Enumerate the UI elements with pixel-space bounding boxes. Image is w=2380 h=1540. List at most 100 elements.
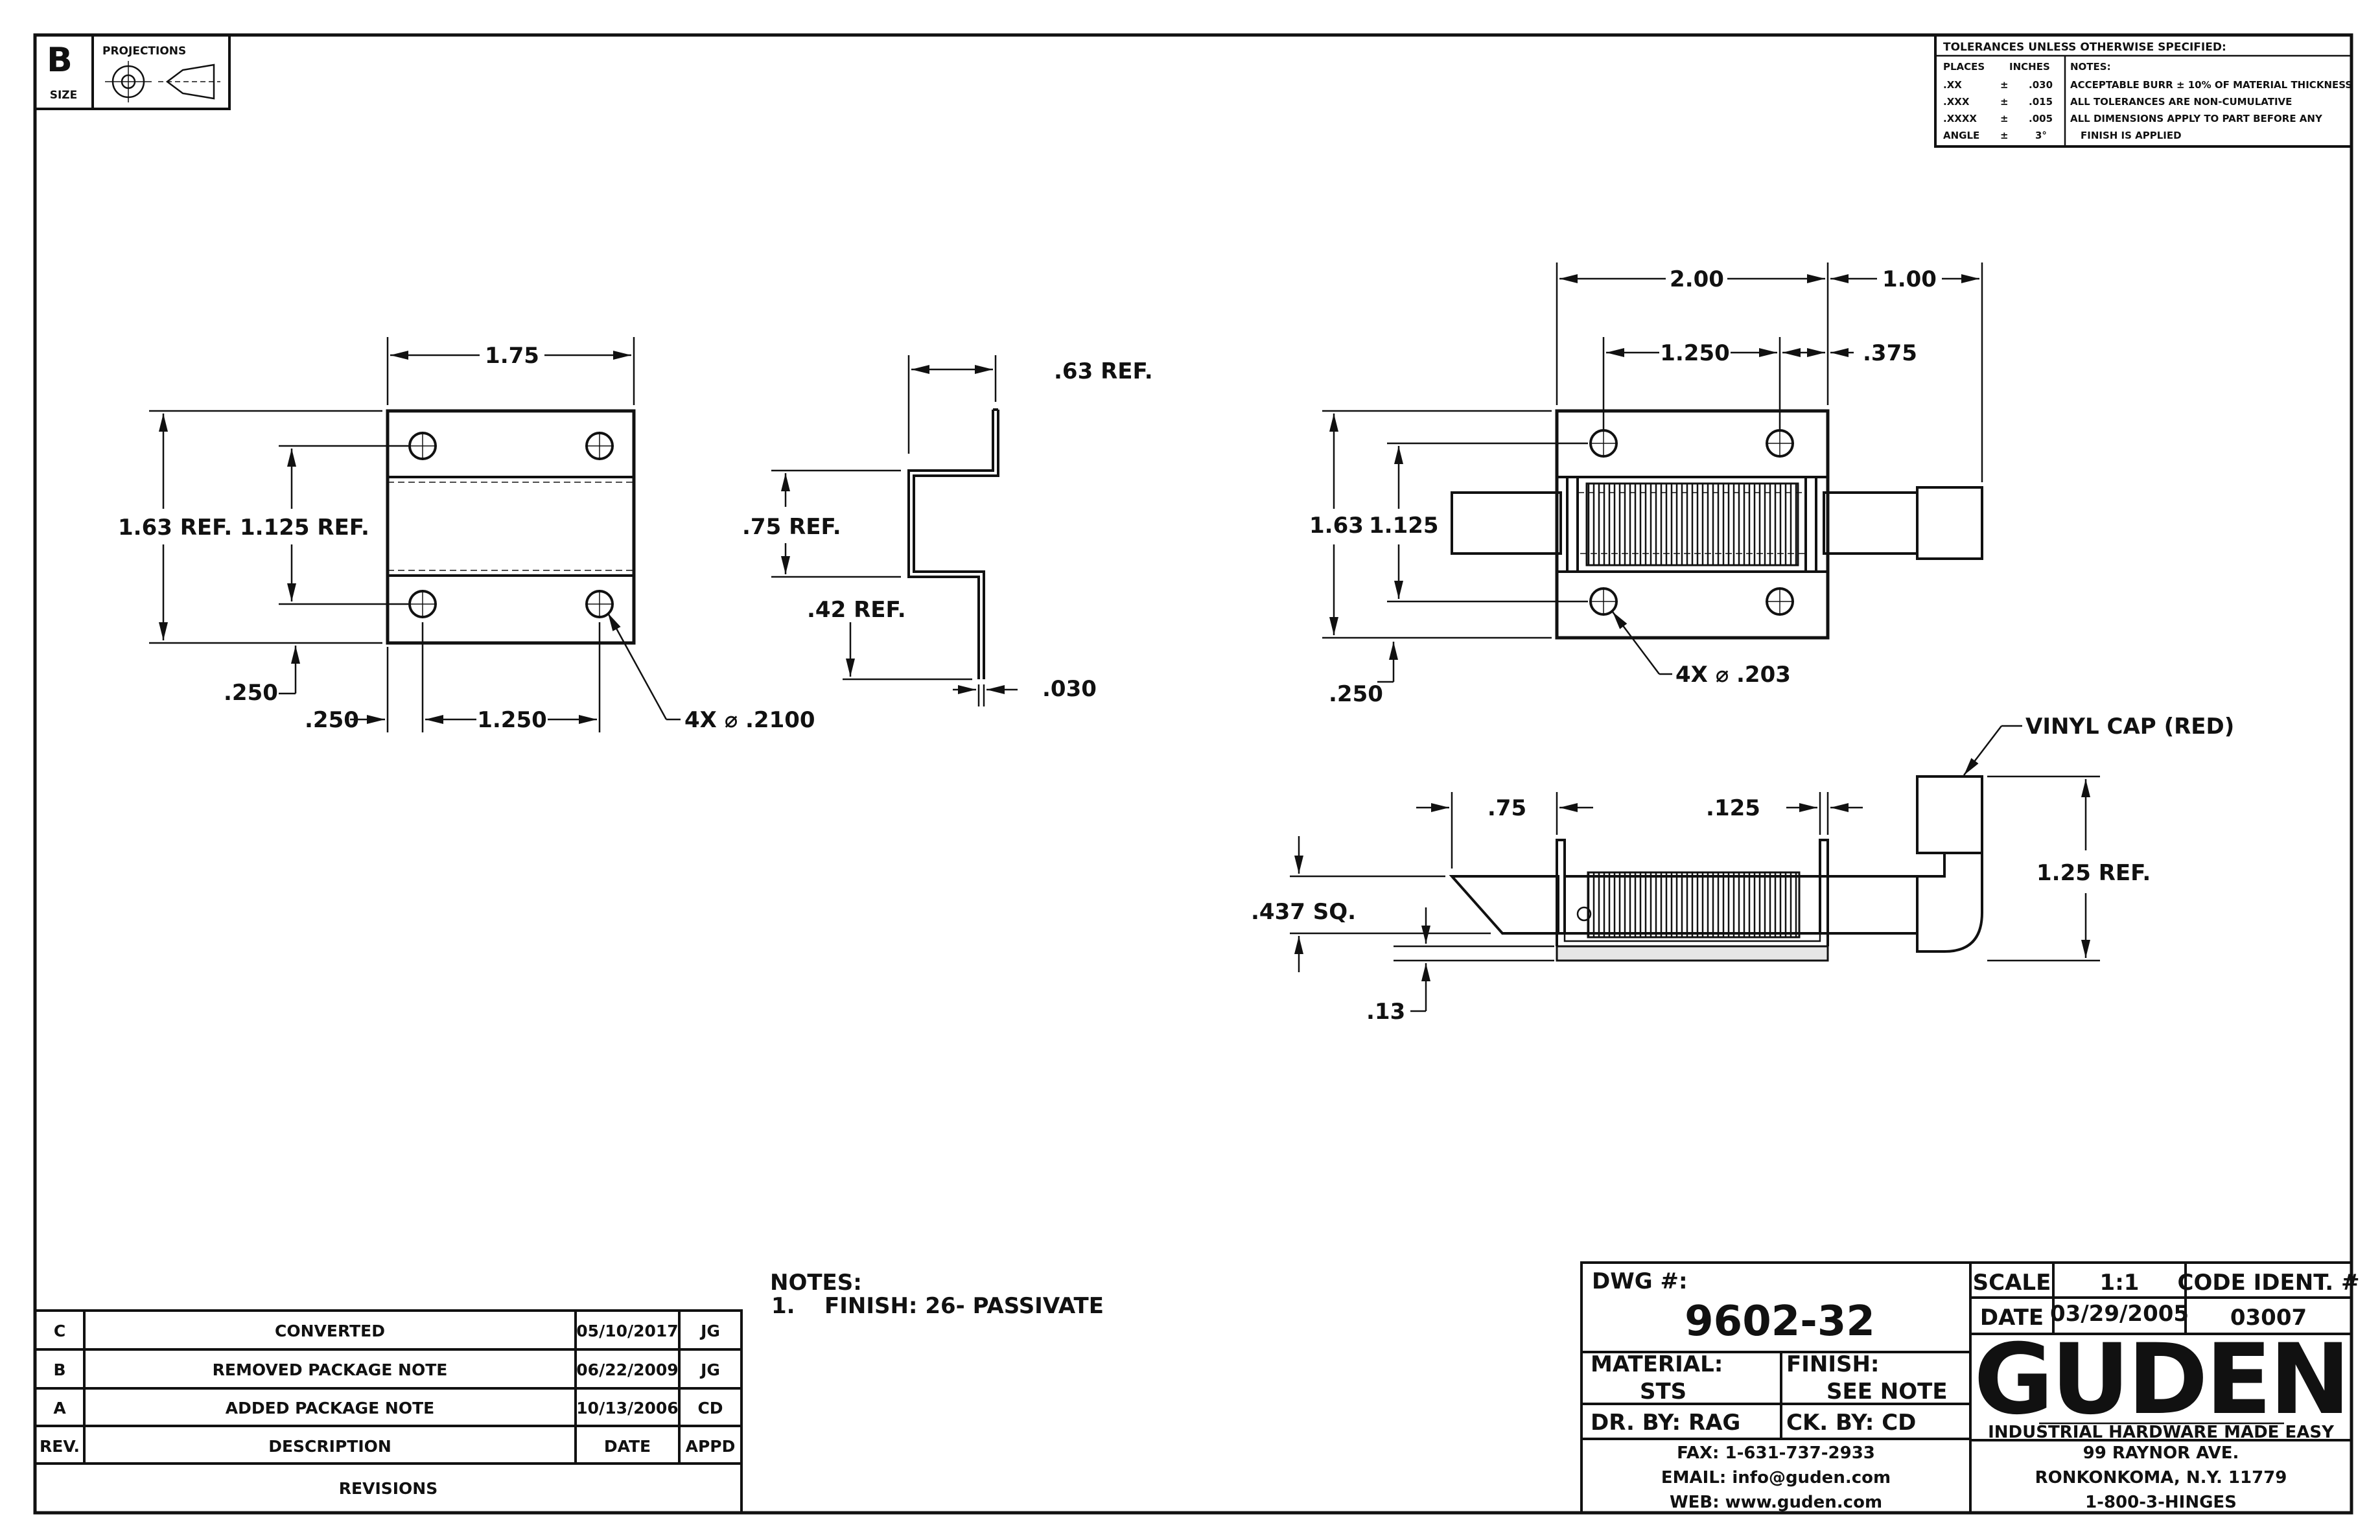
note-vinyl-cap: VINYL CAP (RED) [2025,714,2234,740]
tol-value: .030 [2029,79,2053,91]
dim-plate-hole-spacing: 1.250 [477,707,547,733]
dim-bolt-edge: .375 [1863,340,1917,366]
first-angle-projection-icon [105,61,220,102]
rev-date: 05/10/2017 [576,1322,678,1340]
tol-note: ALL TOLERANCES ARE NON-CUMULATIVE [2070,96,2292,108]
code-ident-label: CODE IDENT. # [2178,1270,2360,1296]
finish-label: FINISH: [1786,1351,1880,1377]
places-header: PLACES [1943,61,1985,73]
rev-date: 06/22/2009 [576,1360,678,1379]
tol-pm: ± [2000,79,2009,91]
rev-letter: A [53,1399,66,1418]
mounting-hole [585,432,614,460]
size-letter: B [47,41,73,80]
scale-label: SCALE [1973,1270,2051,1296]
size-label: SIZE [50,89,78,102]
tol-note: FINISH IS APPLIED [2081,130,2182,141]
inches-header: INCHES [2009,61,2050,73]
note-plate-holes: 4X ⌀ .2100 [684,707,815,733]
date-value: 03/29/2005 [2050,1301,2189,1327]
dwg-number: 9602-32 [1685,1298,1875,1346]
rev-letter: B [53,1360,65,1379]
rev-description: REMOVED PACKAGE NOTE [213,1360,448,1379]
dim-side-right: .125 [1706,795,1760,821]
dim-plate-edge-v: .250 [224,680,278,706]
spring-coil [1585,482,1799,566]
spring-coil [1587,871,1801,939]
plate-front-view: 1.75 1.63 REF. 1.125 REF. .250 .250 1.25… [118,337,815,733]
note-text: FINISH: 26- PASSIVATE [824,1293,1104,1319]
dim-bolt-hole-spacing: 1.250 [1660,340,1730,366]
dim-bolt-square: .437 SQ. [1251,899,1356,925]
dim-bolt-hole-span: 1.125 [1369,513,1439,539]
rev-approver: JG [699,1322,720,1340]
guden-logo: GUDEN [1974,1324,2348,1436]
tol-place: .XX [1943,79,1962,91]
material-label: MATERIAL: [1591,1351,1723,1377]
tol-note: ACCEPTABLE BURR ± 10% OF MATERIAL THICKN… [2070,79,2352,91]
tol-pm: ± [2000,96,2009,108]
address-line-2: RONKONKOMA, N.Y. 11779 [2035,1468,2287,1488]
dim-plate-edge-h: .250 [305,707,359,733]
rev-header-date: DATE [604,1437,651,1456]
mounting-hole [1766,587,1794,616]
phone: 1-800-3-HINGES [2085,1493,2237,1512]
dim-side-mid: .75 REF. [742,514,841,540]
dim-bolt-base: .13 [1366,999,1405,1025]
mounting-hole [1589,429,1618,458]
dim-side-thickness: .030 [1042,676,1097,702]
rev-approver: JG [699,1360,720,1379]
bolt-side-view: VINYL CAP (RED) .75 .125 .437 SQ. .13 1.… [1251,714,2234,1025]
dim-side-low: .42 REF. [807,597,906,623]
tolerances-box: TOLERANCES UNLESS OTHERWISE SPECIFIED: P… [1934,34,2353,148]
rev-approver: CD [697,1399,723,1418]
dim-side-left: .75 [1488,795,1526,821]
projections-label: PROJECTIONS [102,45,186,58]
tol-value: 3° [2035,130,2047,141]
mounting-hole [1589,587,1618,616]
size-projection-box: B SIZE PROJECTIONS [34,34,231,110]
bolt-top-view: 2.00 1.00 1.250 .375 1.63 1.125 .250 4X … [1309,262,1983,707]
dim-plate-height: 1.63 REF. [118,515,232,541]
dim-side-top: .63 REF. [1054,358,1153,384]
tagline: INDUSTRIAL HARDWARE MADE EASY [1988,1423,2335,1442]
rev-date: 10/13/2006 [576,1399,678,1418]
web: WEB: www.guden.com [1670,1493,1882,1512]
rev-letter: C [54,1322,65,1340]
fax: FAX: 1-631-737-2933 [1677,1443,1875,1463]
dim-plate-hole-span: 1.125 REF. [240,515,369,541]
tol-note: ALL DIMENSIONS APPLY TO PART BEFORE ANY [2070,113,2323,124]
mounting-hole [585,590,614,618]
rev-description: ADDED PACKAGE NOTE [226,1399,434,1418]
email: EMAIL: info@guden.com [1661,1468,1891,1488]
checked-by: CK. BY: CD [1786,1410,1916,1436]
drawing-notes: NOTES: 1. FINISH: 26- PASSIVATE [770,1270,1104,1319]
tol-value: .015 [2029,96,2053,108]
tol-place: ANGLE [1943,130,1979,141]
drawn-by: DR. BY: RAG [1591,1410,1740,1436]
dim-bolt-overall: 2.00 [1670,266,1724,292]
tol-place: .XXXX [1943,113,1977,124]
scale-value: 1:1 [2100,1270,2140,1296]
tol-value: .005 [2029,113,2053,124]
revisions-title: REVISIONS [339,1479,438,1498]
tol-notes-header: NOTES: [2070,61,2111,73]
sheet-border [33,33,2353,1515]
dim-cap-height: 1.25 REF. [2036,860,2151,886]
tol-pm: ± [2000,130,2009,141]
rev-header-rev: REV. [40,1437,80,1456]
mounting-hole [408,590,437,618]
notes-title: NOTES: [770,1270,862,1296]
material-value: STS [1640,1379,1686,1405]
rev-header-description: DESCRIPTION [268,1437,391,1456]
mounting-hole [1766,429,1794,458]
rev-header-appd: APPD [686,1437,736,1456]
tol-pm: ± [2000,113,2009,124]
dim-bolt-height: 1.63 [1309,513,1364,539]
tolerances-title: TOLERANCES UNLESS OTHERWISE SPECIFIED: [1943,41,2226,54]
note-bolt-holes: 4X ⌀ .203 [1675,662,1791,688]
code-ident-value: 03007 [2230,1305,2307,1331]
revisions-table: C CONVERTED 05/10/2017 JG B REMOVED PACK… [34,1309,743,1514]
finish-value: SEE NOTE [1826,1379,1948,1405]
